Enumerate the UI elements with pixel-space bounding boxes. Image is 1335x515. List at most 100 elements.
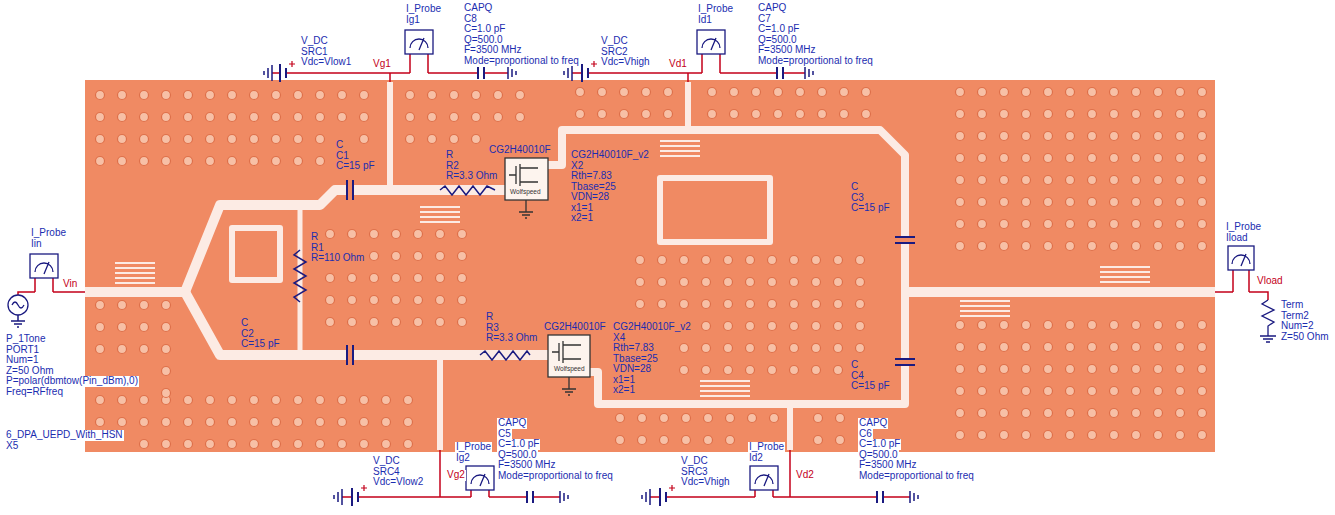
via (638, 414, 647, 423)
component-label: x2=1 (612, 385, 636, 396)
via (956, 387, 965, 396)
via (96, 418, 105, 427)
via (392, 230, 401, 239)
component-label: Tbase=25 (570, 182, 617, 193)
component-label: Mode=proportional to freq (463, 56, 580, 67)
capacitor-symbol (777, 67, 783, 79)
ground-symbol (805, 67, 813, 79)
via (1176, 387, 1185, 396)
via (746, 344, 755, 353)
component-label: CAPQ (497, 418, 527, 429)
via (1132, 365, 1141, 374)
via (956, 110, 965, 119)
component-label: C=15 pF (850, 203, 891, 214)
via (450, 113, 459, 122)
component-label: C (335, 140, 344, 151)
stub-pad (660, 140, 700, 160)
via (140, 323, 149, 332)
component-label: F=3500 MHz (757, 45, 817, 56)
via (730, 88, 739, 97)
via (1154, 88, 1163, 97)
via (702, 322, 711, 331)
via (1000, 198, 1009, 207)
via (702, 344, 711, 353)
bias-wire (650, 496, 910, 498)
via (1044, 110, 1053, 119)
via (162, 345, 171, 354)
via (1022, 220, 1031, 229)
via (956, 88, 965, 97)
component-label: R1 (310, 243, 325, 254)
ground-symbol (910, 491, 918, 503)
via (1044, 387, 1053, 396)
via (1000, 88, 1009, 97)
net-label: Vg1 (372, 59, 392, 70)
via (1000, 176, 1009, 185)
via (680, 300, 689, 309)
via (1110, 154, 1119, 163)
battery-symbol (582, 64, 588, 82)
via (428, 113, 437, 122)
via (814, 414, 823, 423)
via (726, 436, 735, 445)
via (1000, 132, 1009, 141)
via (790, 366, 799, 375)
via (250, 91, 259, 100)
component-label: Q=500.0 (757, 35, 798, 46)
via (1088, 431, 1097, 440)
via (162, 440, 171, 449)
via (428, 91, 437, 100)
via (576, 88, 585, 97)
via (382, 396, 391, 405)
bias-wire (471, 490, 489, 497)
via (326, 296, 335, 305)
via (978, 220, 987, 229)
via (1066, 321, 1075, 330)
via (978, 321, 987, 330)
via (294, 440, 303, 449)
component-label: Num=1 (5, 355, 40, 366)
via (702, 366, 711, 375)
via (834, 300, 843, 309)
via (746, 256, 755, 265)
via (162, 389, 171, 398)
component-label: x1=1 (570, 203, 594, 214)
via (250, 113, 259, 122)
component-label: Vdc=Vhigh (680, 477, 731, 488)
via (834, 366, 843, 375)
component-label: C=1.0 pF (858, 439, 901, 450)
component-label: C=1.0 pF (757, 24, 800, 35)
component-label: Vdc=Vlow2 (372, 477, 424, 488)
via (1000, 154, 1009, 163)
via (1154, 176, 1163, 185)
via (724, 366, 733, 375)
via (1132, 321, 1141, 330)
via (1022, 321, 1031, 330)
via (1132, 198, 1141, 207)
via (840, 110, 849, 119)
via (250, 418, 259, 427)
capacitor-symbol (347, 345, 353, 365)
microstrip-trace (232, 228, 280, 280)
via (1132, 176, 1141, 185)
via (840, 88, 849, 97)
via (162, 323, 171, 332)
component-label: R (310, 232, 319, 243)
via (228, 157, 237, 166)
via (1088, 242, 1097, 251)
via (1044, 198, 1053, 207)
via (1198, 431, 1207, 440)
component-label: Iin (30, 239, 43, 250)
via (1176, 365, 1185, 374)
via (1110, 110, 1119, 119)
via (206, 157, 215, 166)
via (206, 396, 215, 405)
via (458, 296, 467, 305)
component-label: C=15 pF (335, 161, 376, 172)
via (1154, 132, 1163, 141)
capacitor-symbol (347, 180, 915, 365)
component-label: C1 (335, 151, 350, 162)
bias-wire (755, 490, 773, 497)
component-label: 6_DPA_UEPD_With_HSN (5, 430, 124, 441)
via (1044, 220, 1053, 229)
